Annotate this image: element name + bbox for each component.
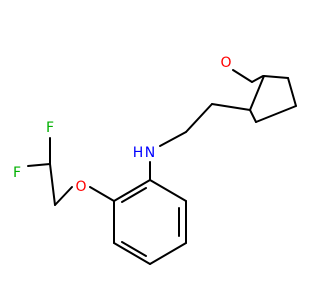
oxygen-label: O <box>75 179 86 195</box>
bond <box>27 163 51 167</box>
atom-nh: N H <box>133 145 156 161</box>
oxygen-label: O <box>220 55 231 71</box>
bond <box>249 75 265 111</box>
bond <box>149 179 187 202</box>
molecule-canvas: F F O N H O <box>12 55 297 265</box>
bond <box>232 69 253 83</box>
bonds <box>27 69 297 265</box>
atom-o-ring: O <box>220 55 231 71</box>
aromatic-bond <box>121 187 147 203</box>
bond <box>287 77 297 107</box>
bond <box>211 103 251 111</box>
bond <box>255 105 297 123</box>
bond <box>49 163 56 206</box>
atom-f-top: F <box>46 120 54 136</box>
bond <box>251 75 264 83</box>
bond <box>113 179 151 202</box>
atom-o-ether: O <box>75 179 86 195</box>
bond <box>149 242 187 265</box>
structure-drawing: F F O N H O <box>13 55 297 265</box>
hydrogen-label: H <box>133 145 144 161</box>
atom-labels: F F O N H O <box>13 55 232 195</box>
bond <box>113 242 151 265</box>
nitrogen-label: N <box>145 145 155 161</box>
bond <box>263 75 289 79</box>
fluorine-label: F <box>13 165 21 181</box>
bond <box>185 103 213 133</box>
atom-f-left: F <box>13 165 21 181</box>
fluorine-label: F <box>46 120 54 136</box>
bond <box>159 131 187 147</box>
bond <box>249 109 257 123</box>
bond <box>89 186 115 202</box>
bond <box>54 186 73 206</box>
aromatic-bond <box>121 241 147 257</box>
